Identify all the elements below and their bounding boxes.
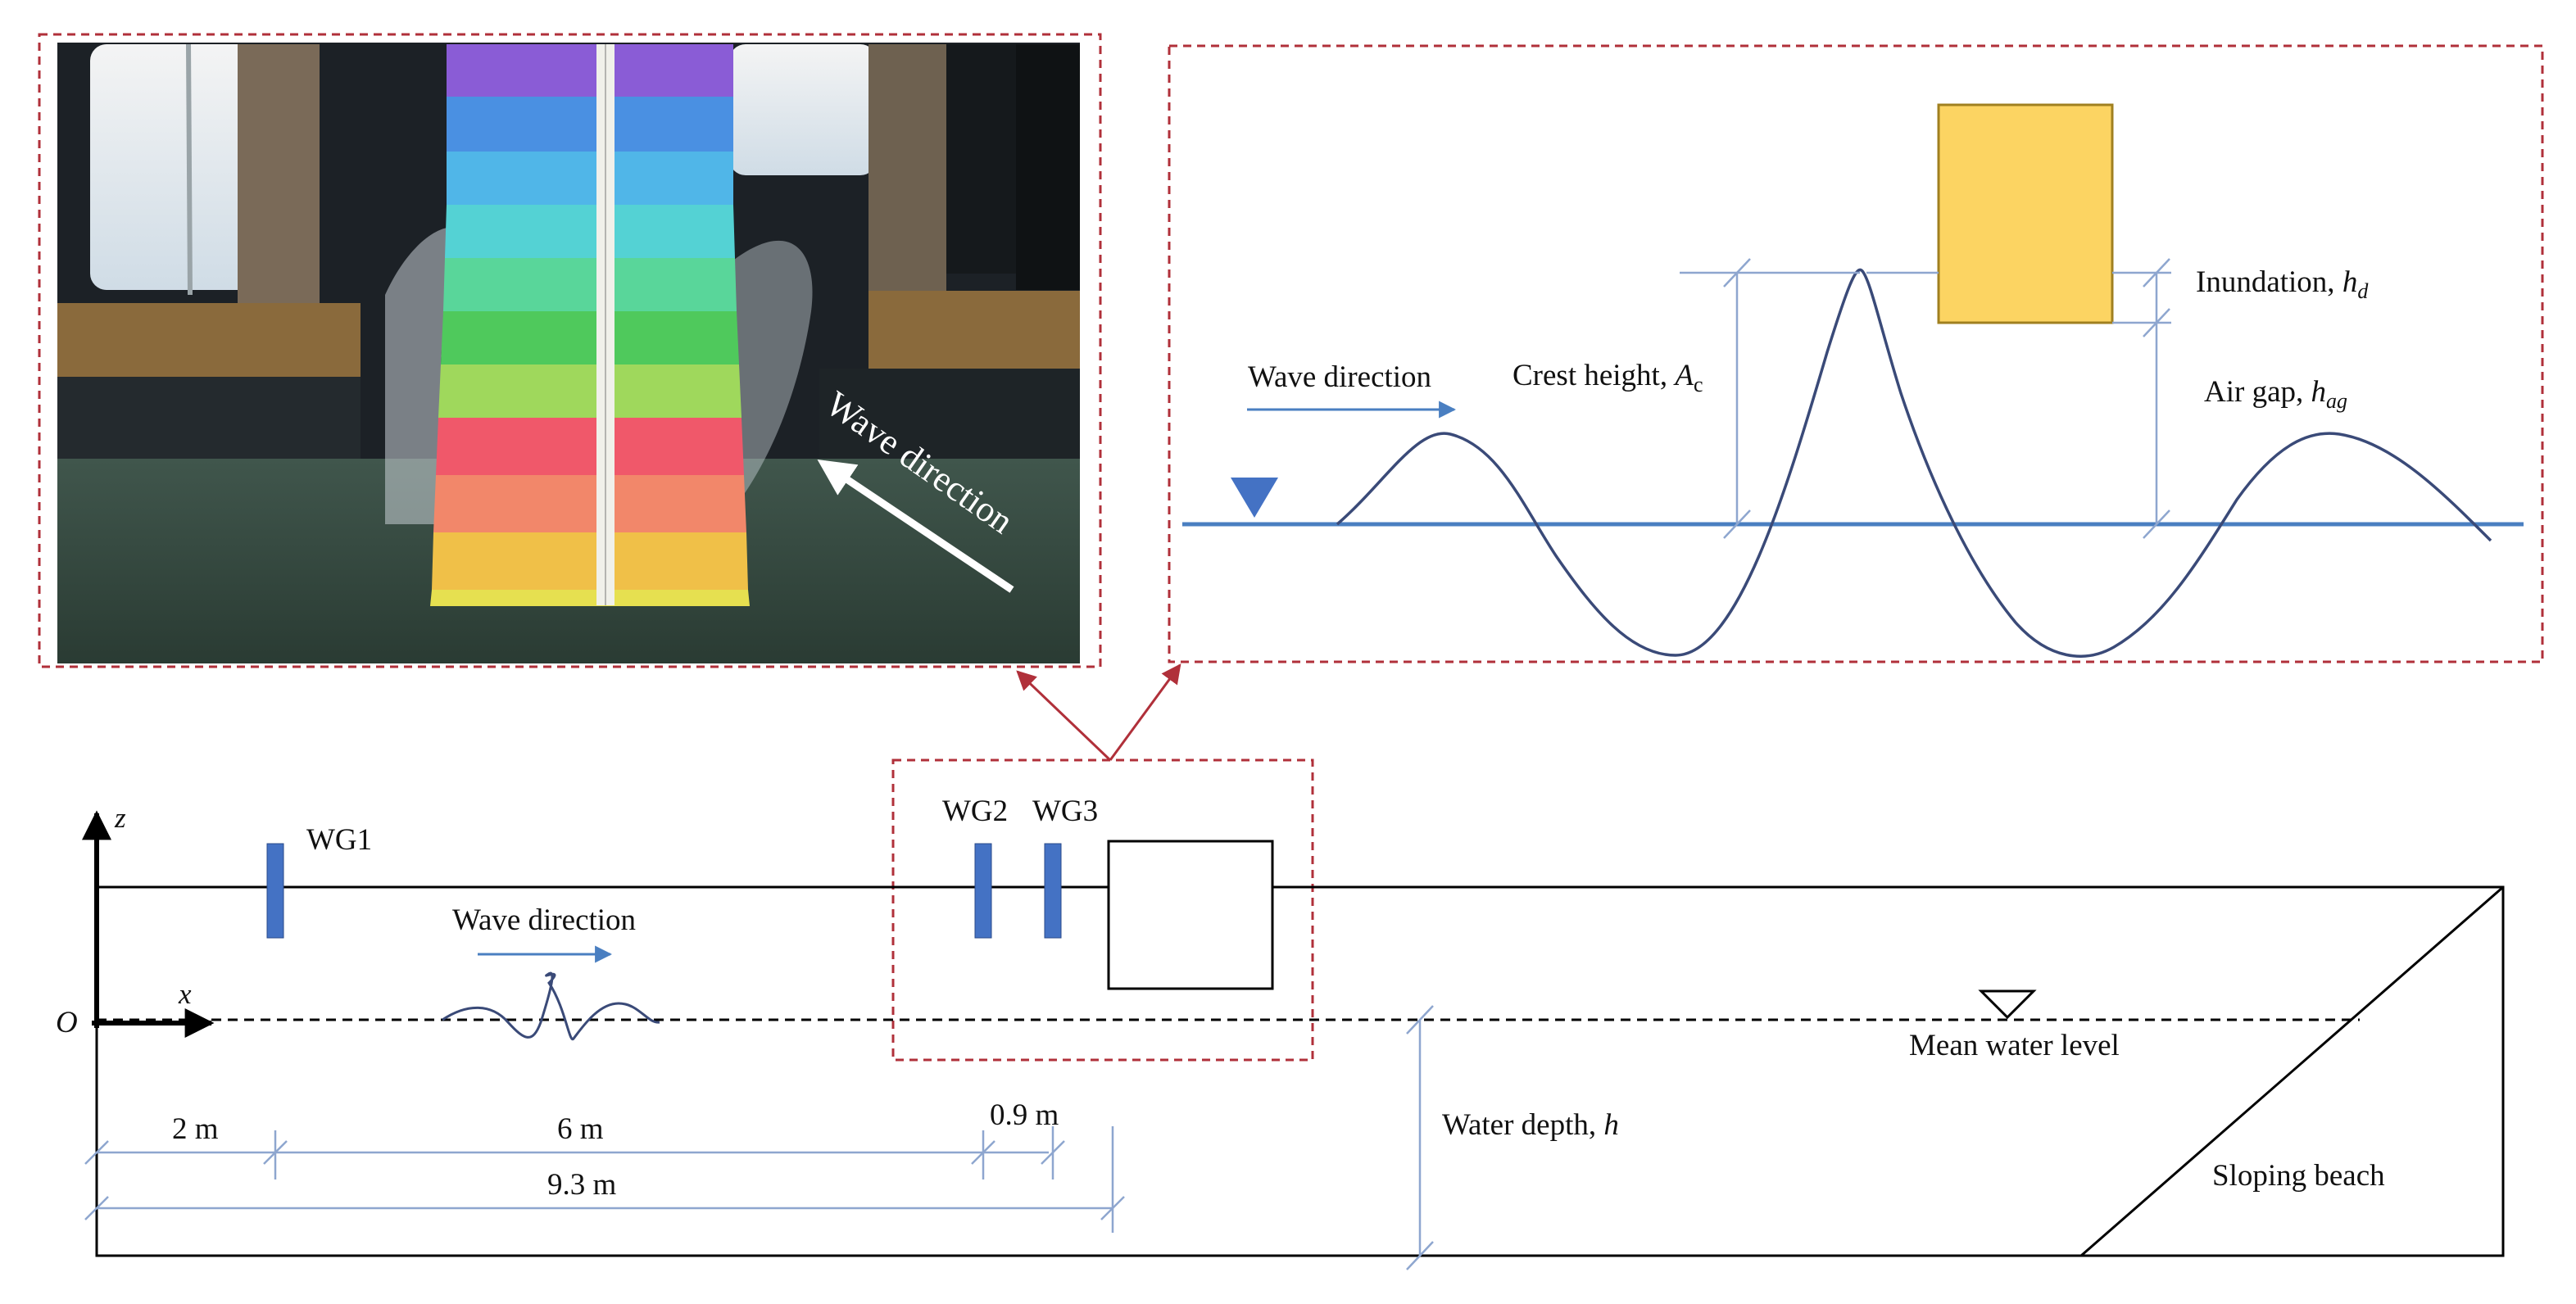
sloping-beach-label: Sloping beach <box>2212 1159 2385 1193</box>
flume-panel: z x O WG1 WG2 WG3 Wave direction Mean wa… <box>56 758 2505 1270</box>
flume-tank <box>95 885 2505 1257</box>
inset-wave-direction-label: Wave direction <box>1248 360 1431 394</box>
zoom-box <box>891 758 1314 1062</box>
wg1-label: WG1 <box>306 823 372 857</box>
sloping-beach <box>2080 885 2504 1257</box>
inset-panel: Wave direction Crest height, Ac Inundati… <box>1168 44 2544 663</box>
wave-profile <box>1336 268 2492 658</box>
model-structure <box>1107 840 1274 990</box>
air-gap-label: Air gap, hag <box>2204 375 2347 413</box>
flume-wave-direction-label: Wave direction <box>452 903 636 937</box>
inset-frame <box>1168 44 2544 663</box>
dimension-0-9m: 0.9 m <box>990 1098 1059 1132</box>
photo-panel: Wave direction <box>38 33 1102 668</box>
zoom-connectors <box>1016 663 1181 762</box>
inundation-label: Inundation, hd <box>2196 265 2369 303</box>
wave-gauge-2 <box>974 843 992 939</box>
wg2-label: WG2 <box>942 795 1008 828</box>
water-depth-label: Water depth, h <box>1442 1108 1619 1142</box>
deck-structure <box>1937 103 2114 324</box>
wave-packet <box>442 971 660 1041</box>
origin-label: O <box>56 1006 78 1039</box>
wg3-label: WG3 <box>1032 795 1098 828</box>
crest-height-label: Crest height, Ac <box>1512 359 1703 396</box>
photo-frame <box>38 33 1102 668</box>
photo-image <box>57 43 1080 663</box>
x-axis-label: x <box>178 978 192 1010</box>
z-axis-label: z <box>114 802 126 834</box>
water-level-triangle-icon <box>1231 478 1278 518</box>
dimension-9-3m: 9.3 m <box>547 1168 617 1202</box>
photo-wave-arrow <box>817 459 1014 593</box>
mean-water-level-icon <box>1978 989 2037 1020</box>
distance-dimensions <box>84 1126 1125 1233</box>
wave-gauge-3 <box>1044 843 1062 939</box>
dimension-2m: 2 m <box>172 1112 219 1146</box>
mean-water-level-label: Mean water level <box>1909 1029 2120 1062</box>
wave-gauge-1 <box>266 843 284 939</box>
dimension-6m: 6 m <box>557 1112 604 1146</box>
